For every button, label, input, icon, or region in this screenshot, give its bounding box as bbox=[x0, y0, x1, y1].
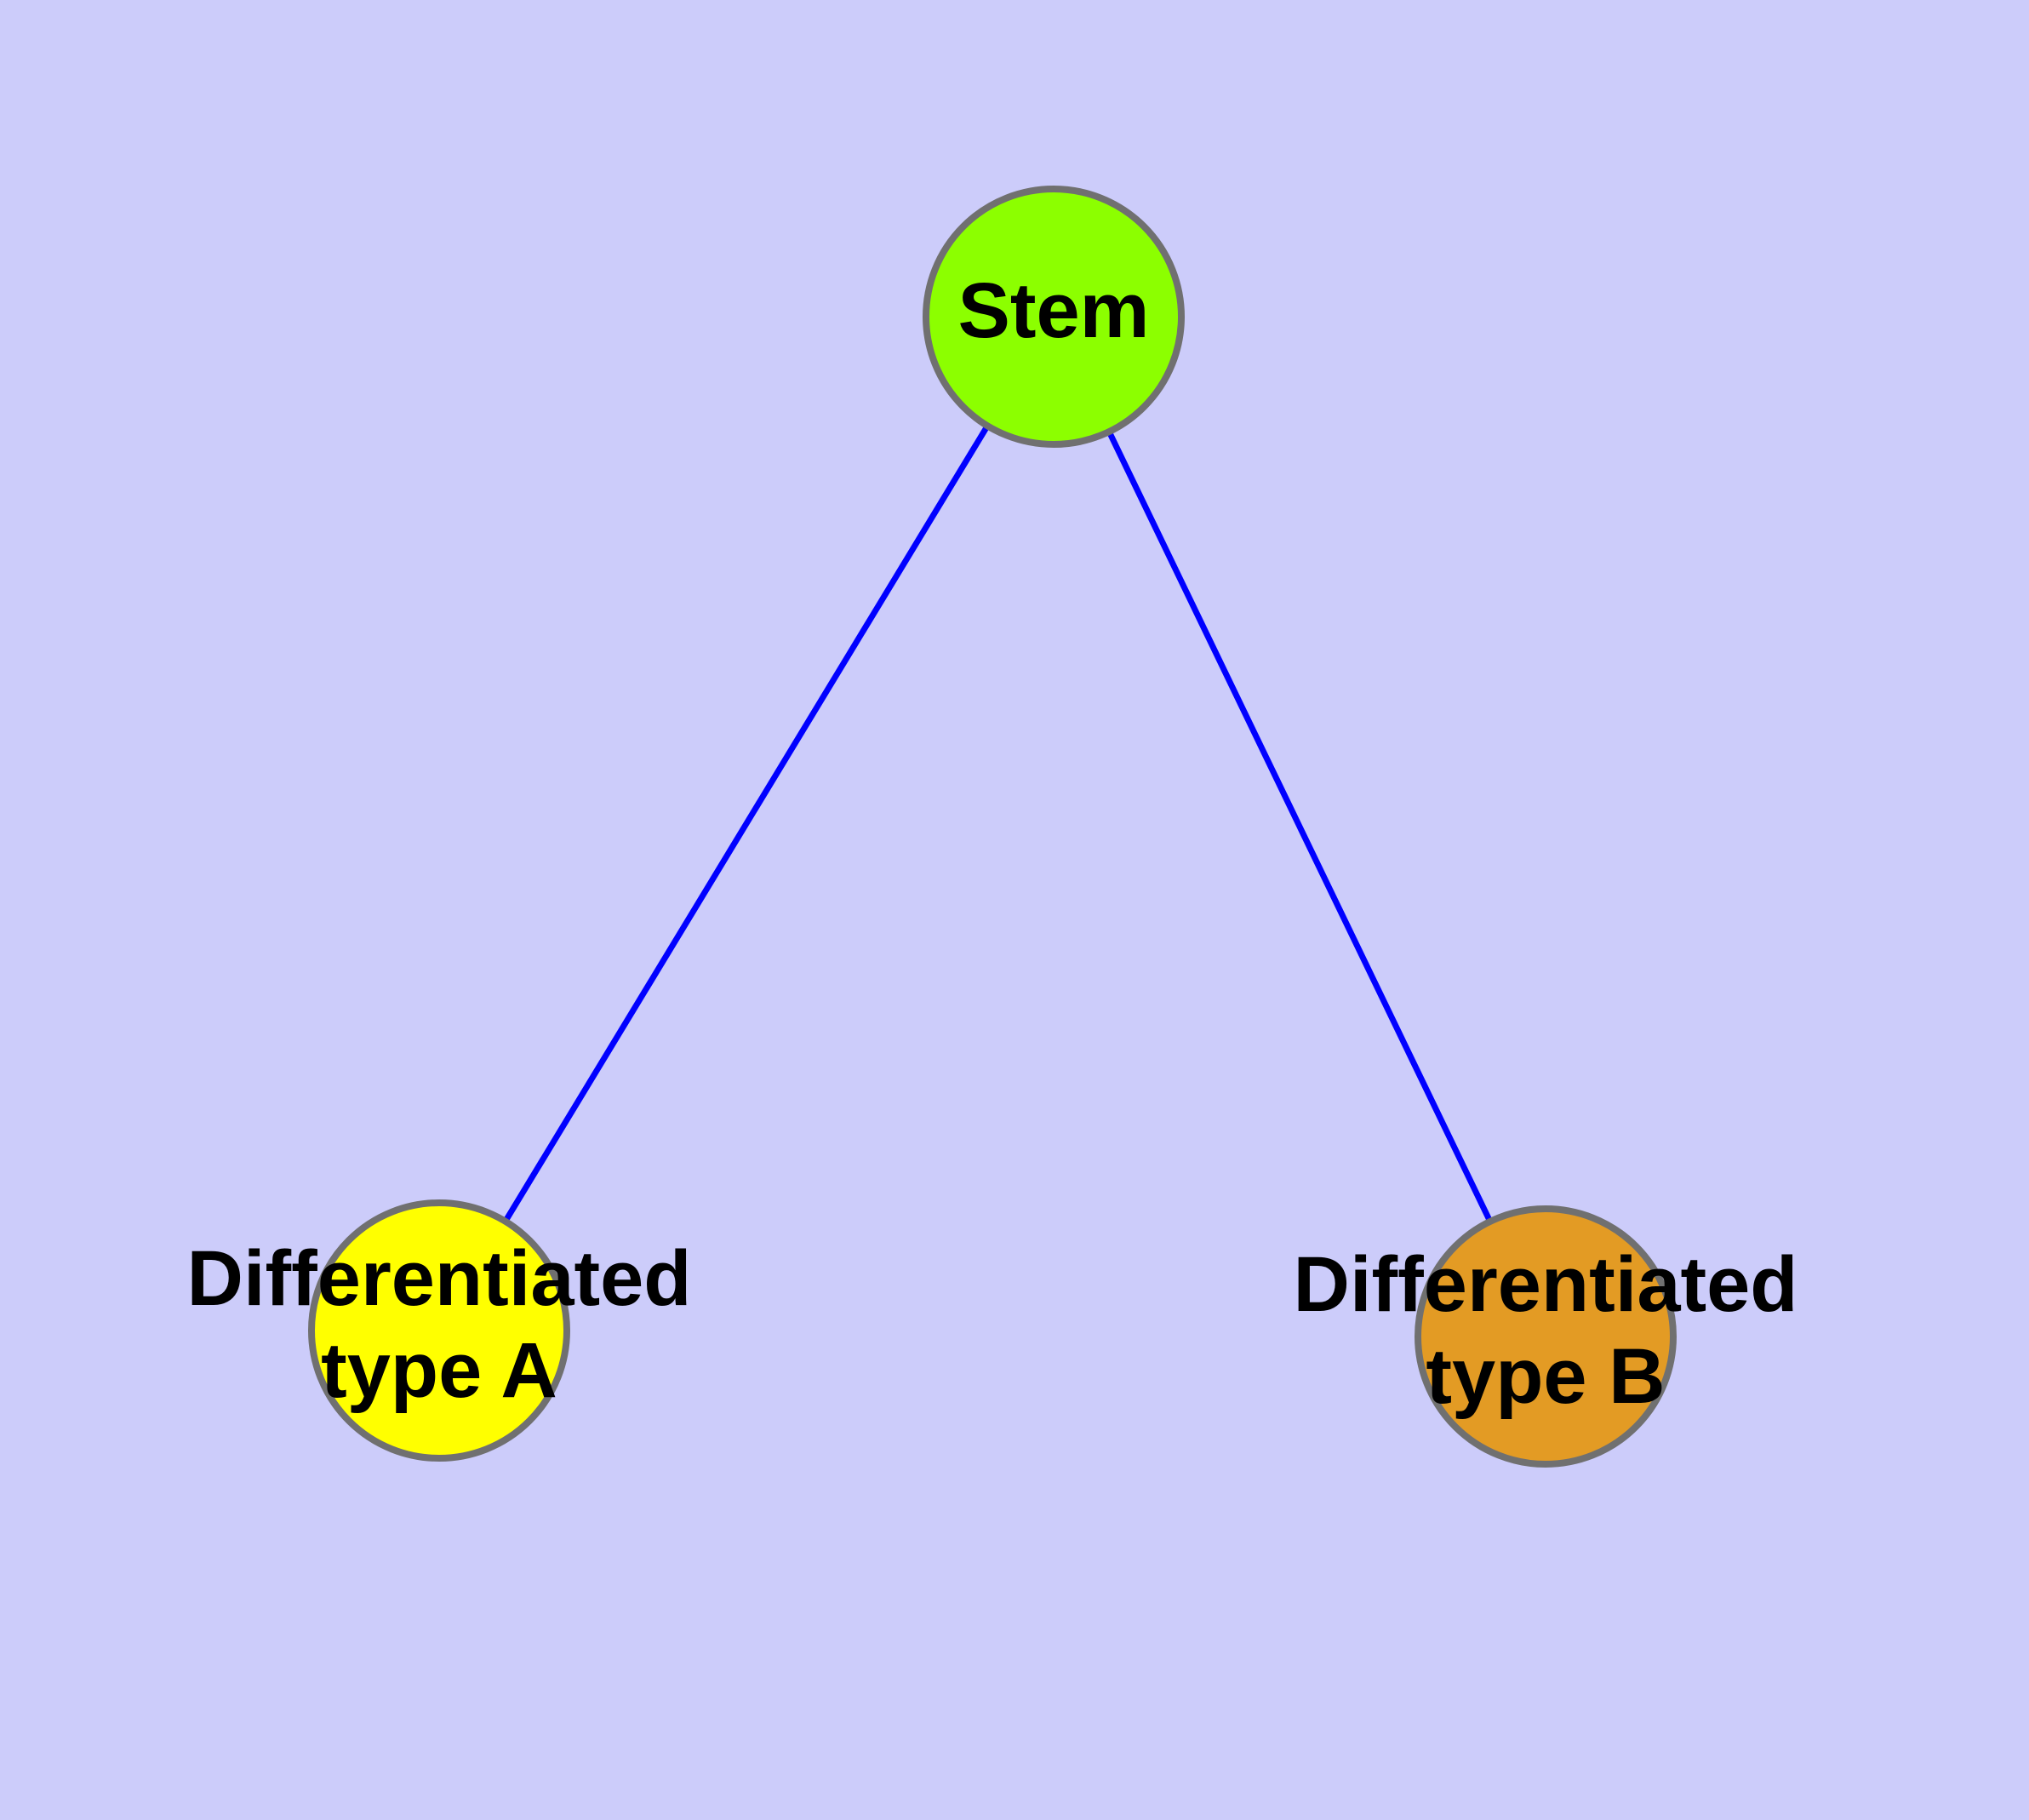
nodes-layer bbox=[308, 186, 1677, 1468]
node-label-line: type A bbox=[321, 1327, 557, 1414]
edges-layer bbox=[437, 315, 1549, 1338]
node-label-line: Differentiated bbox=[1294, 1241, 1798, 1328]
node-diff_b[interactable] bbox=[1415, 1205, 1677, 1468]
edge-stem-to-diff_b bbox=[1050, 315, 1549, 1338]
node-label-line: type B bbox=[1426, 1333, 1665, 1420]
node-label-line: Differentiated bbox=[187, 1235, 692, 1322]
node-stem[interactable] bbox=[923, 186, 1185, 448]
node-label-stem: Stem bbox=[958, 267, 1150, 354]
edge-stem-to-diff_a bbox=[437, 315, 1056, 1332]
node-label-line: Stem bbox=[958, 267, 1150, 354]
node-diff_a[interactable] bbox=[308, 1199, 570, 1462]
